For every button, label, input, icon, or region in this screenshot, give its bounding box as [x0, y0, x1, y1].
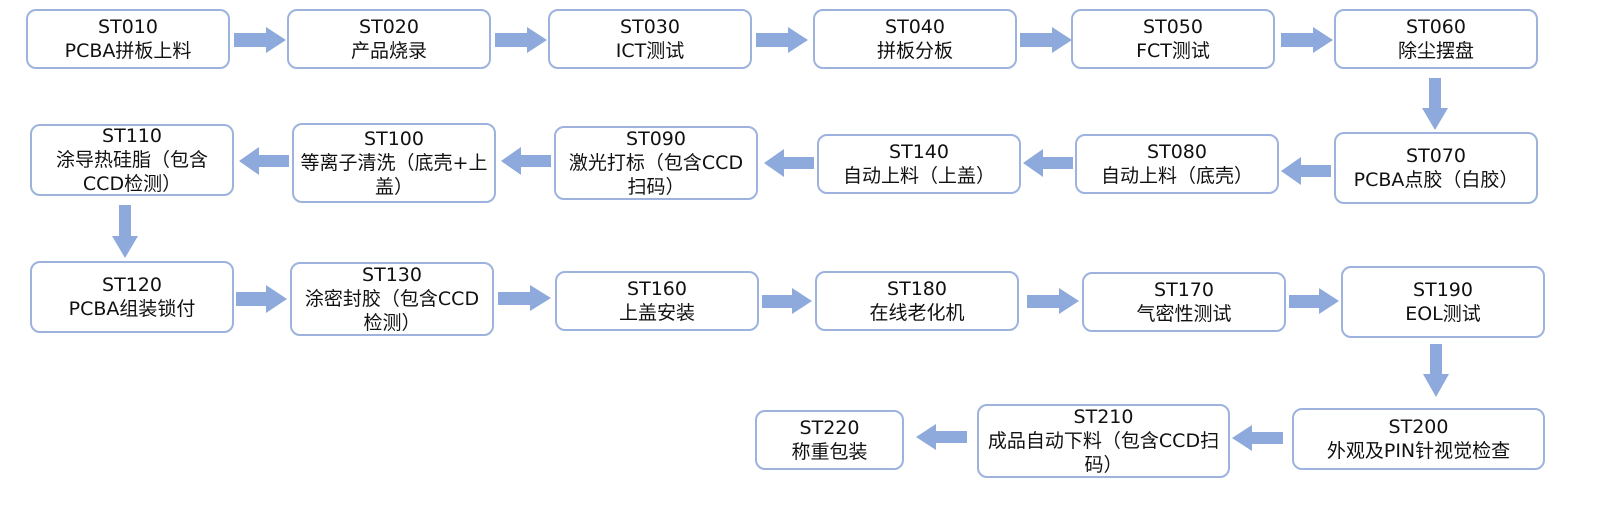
- step-st190: ST190 EOL测试: [1341, 266, 1545, 338]
- step-st130: ST130 涂密封胶（包含CCD检测）: [290, 262, 494, 336]
- step-name: FCT测试: [1136, 40, 1210, 62]
- step-name: 自动上料（底壳）: [1100, 165, 1253, 187]
- arrow-left-icon: [1023, 149, 1073, 177]
- step-name: PCBA组装锁付: [68, 298, 196, 320]
- step-name: 拼板分板: [876, 40, 953, 62]
- arrow-left-icon: [764, 149, 814, 177]
- step-name: PCBA点胶（白胶）: [1353, 169, 1519, 191]
- step-st110: ST110 涂导热硅脂（包含CCD检测）: [30, 124, 234, 196]
- step-name: ICT测试: [615, 40, 685, 62]
- step-st180: ST180 在线老化机: [815, 271, 1019, 331]
- step-code: ST170: [1154, 279, 1214, 301]
- step-st020: ST020 产品烧录: [287, 9, 491, 69]
- step-code: ST090: [626, 128, 686, 150]
- step-st010: ST010 PCBA拼板上料: [26, 9, 230, 69]
- arrow-down-icon: [1423, 344, 1449, 397]
- step-st160: ST160 上盖安装: [555, 271, 759, 331]
- step-name: 除尘摆盘: [1397, 40, 1474, 62]
- step-name: 在线老化机: [869, 302, 965, 324]
- step-name: 自动上料（上盖）: [842, 165, 995, 187]
- step-st170: ST170 气密性测试: [1082, 272, 1286, 332]
- step-code: ST130: [362, 264, 422, 286]
- arrow-right-icon: [236, 285, 287, 313]
- step-st140: ST140 自动上料（上盖）: [817, 134, 1021, 194]
- arrow-right-icon: [762, 288, 812, 314]
- step-code: ST100: [364, 128, 424, 150]
- step-st210: ST210 成品自动下料（包含CCD扫码）: [977, 404, 1230, 478]
- step-st200: ST200 外观及PIN针视觉检查: [1292, 408, 1545, 470]
- arrow-right-icon: [234, 27, 286, 53]
- step-st100: ST100 等离子清洗（底壳+上盖）: [292, 123, 496, 203]
- step-st060: ST060 除尘摆盘: [1334, 9, 1538, 69]
- step-code: ST210: [1073, 406, 1134, 428]
- step-code: ST060: [1406, 16, 1466, 38]
- step-st040: ST040 拼板分板: [813, 9, 1017, 69]
- step-code: ST190: [1413, 279, 1473, 301]
- arrow-right-icon: [495, 27, 547, 53]
- step-name: 产品烧录: [350, 40, 427, 62]
- arrow-left-icon: [1281, 157, 1331, 185]
- step-st090: ST090 激光打标（包含CCD扫码）: [554, 126, 758, 200]
- step-code: ST030: [620, 16, 680, 38]
- arrow-left-icon: [239, 147, 289, 175]
- step-st050: ST050 FCT测试: [1071, 9, 1275, 69]
- step-code: ST080: [1147, 141, 1207, 163]
- step-name: PCBA拼板上料: [64, 40, 192, 62]
- step-name: 上盖安装: [618, 302, 695, 324]
- step-name: 称重包装: [791, 441, 868, 463]
- step-code: ST110: [102, 125, 162, 147]
- arrow-right-icon: [498, 285, 551, 311]
- arrow-left-icon: [501, 147, 551, 175]
- step-st120: ST120 PCBA组装锁付: [30, 261, 234, 333]
- arrow-left-icon: [1232, 425, 1283, 451]
- step-code: ST050: [1143, 16, 1203, 38]
- step-name: 涂密封胶（包含CCD检测）: [304, 288, 480, 334]
- arrow-down-icon: [1422, 78, 1448, 130]
- arrow-right-icon: [1281, 27, 1333, 53]
- step-name: 气密性测试: [1136, 303, 1232, 325]
- step-name: 涂导热硅脂（包含CCD检测）: [55, 149, 208, 195]
- arrow-right-icon: [1027, 288, 1079, 314]
- step-code: ST010: [98, 16, 158, 38]
- step-st080: ST080 自动上料（底壳）: [1075, 134, 1279, 194]
- step-code: ST140: [889, 141, 949, 163]
- step-name: EOL测试: [1405, 303, 1481, 325]
- step-code: ST180: [887, 278, 947, 300]
- step-name: 等离子清洗（底壳+上盖）: [300, 152, 488, 198]
- step-code: ST200: [1388, 416, 1449, 438]
- arrow-down-icon: [112, 205, 138, 258]
- step-st030: ST030 ICT测试: [548, 9, 752, 69]
- step-code: ST160: [627, 278, 687, 300]
- step-code: ST120: [102, 274, 162, 296]
- arrow-right-icon: [1020, 27, 1072, 53]
- arrow-right-icon: [1289, 288, 1339, 314]
- arrow-left-icon: [916, 424, 967, 450]
- step-name: 外观及PIN针视觉检查: [1326, 440, 1511, 462]
- step-st070: ST070 PCBA点胶（白胶）: [1334, 132, 1538, 204]
- step-st220: ST220 称重包装: [755, 410, 904, 470]
- step-name: 激光打标（包含CCD扫码）: [568, 152, 744, 198]
- step-code: ST220: [799, 417, 860, 439]
- step-code: ST040: [885, 16, 945, 38]
- step-name: 成品自动下料（包含CCD扫码）: [987, 430, 1220, 476]
- arrow-right-icon: [756, 27, 808, 53]
- step-code: ST020: [359, 16, 419, 38]
- step-code: ST070: [1406, 145, 1466, 167]
